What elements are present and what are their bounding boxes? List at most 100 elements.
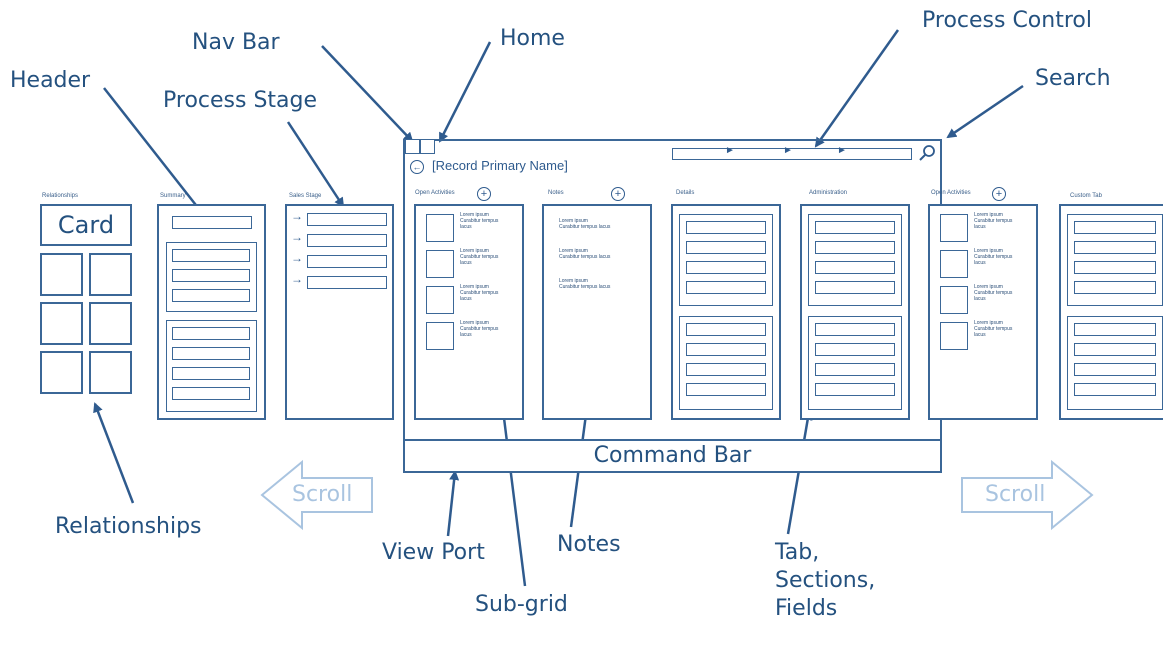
activity-thumb bbox=[426, 286, 454, 314]
label-home: Home bbox=[500, 26, 565, 51]
field bbox=[1074, 343, 1156, 356]
card-label: Card bbox=[57, 211, 115, 239]
add-note-icon[interactable]: + bbox=[611, 187, 625, 201]
relationship-tile bbox=[40, 351, 83, 394]
command-bar[interactable]: Command Bar bbox=[403, 439, 942, 473]
field bbox=[1074, 383, 1156, 396]
summary-section bbox=[166, 242, 257, 312]
field bbox=[1074, 323, 1156, 336]
open-activities-right-title: Open Activities bbox=[931, 190, 971, 196]
field bbox=[1074, 281, 1156, 294]
stage-field bbox=[307, 234, 387, 247]
label-view-port: View Port bbox=[382, 540, 485, 565]
process-arrow-icon: ► bbox=[725, 145, 735, 156]
label-fields: Fields bbox=[775, 596, 838, 621]
section bbox=[1067, 316, 1163, 410]
stage-arrow-icon: → bbox=[291, 251, 303, 265]
field bbox=[172, 387, 250, 400]
field bbox=[815, 221, 895, 234]
custom-tab-panel bbox=[1059, 204, 1163, 420]
search-icon[interactable] bbox=[918, 144, 936, 162]
scroll-left-arrow bbox=[260, 459, 373, 531]
relationship-tile bbox=[89, 302, 132, 345]
process-control-bar[interactable]: ► ► ► bbox=[672, 145, 912, 160]
stage-field bbox=[307, 213, 387, 226]
command-bar-label: Command Bar bbox=[593, 443, 752, 468]
field bbox=[172, 347, 250, 360]
field bbox=[815, 383, 895, 396]
record-primary-name: [Record Primary Name] bbox=[432, 158, 568, 173]
stage-arrow-icon: → bbox=[291, 272, 303, 286]
details-panel bbox=[671, 204, 781, 420]
home-button[interactable] bbox=[420, 139, 435, 154]
summary-panel-title: Summary bbox=[160, 193, 186, 199]
add-activity-icon[interactable]: + bbox=[477, 187, 491, 201]
notes-title: Notes bbox=[548, 190, 564, 196]
nav-bar-arrow bbox=[321, 45, 414, 143]
section bbox=[808, 214, 902, 306]
activity-thumb bbox=[426, 214, 454, 242]
field bbox=[815, 323, 895, 336]
field bbox=[686, 221, 766, 234]
section bbox=[1067, 214, 1163, 306]
tab-arrow bbox=[786, 410, 813, 535]
relationship-tile bbox=[40, 302, 83, 345]
stage-field bbox=[307, 255, 387, 268]
field bbox=[686, 323, 766, 336]
field bbox=[1074, 261, 1156, 274]
section bbox=[679, 214, 773, 306]
process-arrow-icon: ► bbox=[783, 145, 793, 156]
scroll-left-label: Scroll bbox=[292, 482, 353, 507]
summary-section bbox=[166, 320, 257, 412]
stage-arrow-icon: → bbox=[291, 209, 303, 223]
activity-thumb bbox=[940, 250, 968, 278]
label-notes: Notes bbox=[557, 532, 621, 557]
label-relationships: Relationships bbox=[55, 514, 202, 539]
field bbox=[815, 241, 895, 254]
add-activity-right-icon[interactable]: + bbox=[992, 187, 1006, 201]
nav-bar-button[interactable] bbox=[405, 139, 420, 154]
back-icon[interactable]: ← bbox=[410, 160, 424, 174]
home-arrow bbox=[438, 41, 492, 143]
label-process-stage: Process Stage bbox=[163, 88, 318, 113]
label-sub-grid: Sub-grid bbox=[475, 592, 568, 617]
view-port-arrow bbox=[446, 470, 460, 537]
scroll-right-label: Scroll bbox=[985, 482, 1046, 507]
label-sections: Sections, bbox=[775, 568, 876, 593]
label-tab: Tab, bbox=[775, 540, 820, 565]
field bbox=[1074, 241, 1156, 254]
relationships-panel-title: Relationships bbox=[42, 193, 79, 199]
custom-tab-title: Custom Tab bbox=[1070, 193, 1102, 199]
sales-stage-panel: → → → → bbox=[285, 204, 394, 420]
scroll-right-arrow bbox=[961, 459, 1094, 531]
process-control-arrow bbox=[814, 29, 900, 148]
relationship-tile bbox=[40, 253, 83, 296]
sales-stage-panel-title: Sales Stage bbox=[289, 193, 322, 199]
stage-field bbox=[307, 276, 387, 289]
process-arrow-icon: ► bbox=[837, 145, 847, 156]
field bbox=[172, 367, 250, 380]
card: Card bbox=[40, 204, 132, 246]
activity-thumb bbox=[940, 286, 968, 314]
header-arrow bbox=[103, 87, 212, 225]
relationship-tile bbox=[89, 253, 132, 296]
field bbox=[172, 289, 250, 302]
relationships-arrow bbox=[93, 402, 135, 504]
field bbox=[1074, 221, 1156, 234]
stage-arrow-icon: → bbox=[291, 230, 303, 244]
section bbox=[679, 316, 773, 410]
activity-thumb bbox=[426, 322, 454, 350]
administration-panel bbox=[800, 204, 910, 420]
field bbox=[172, 249, 250, 262]
process-stage-arrow bbox=[286, 121, 345, 208]
